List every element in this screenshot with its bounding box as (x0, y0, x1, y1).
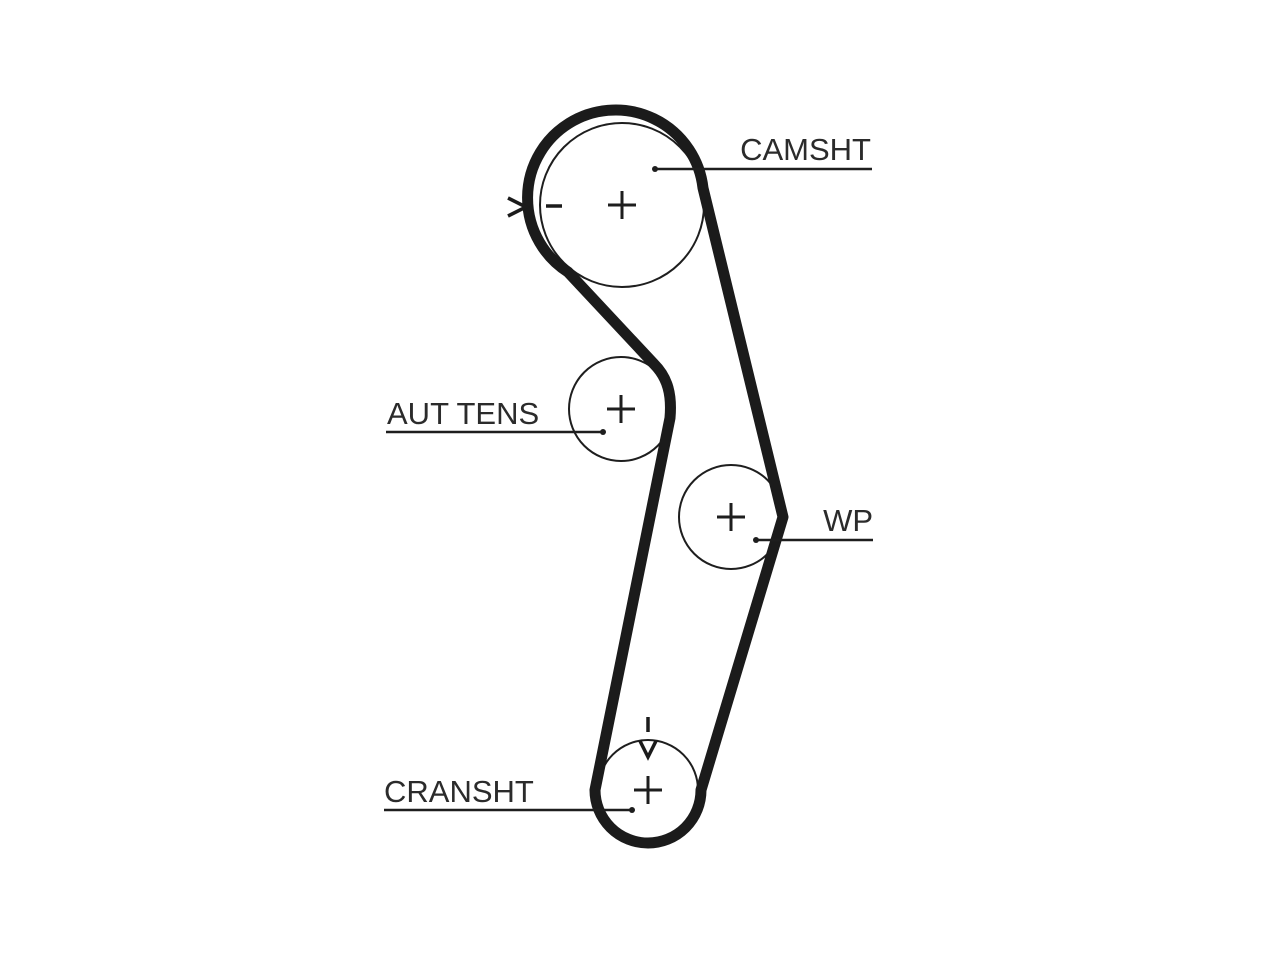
crankshaft-label: CRANSHT (384, 774, 534, 809)
leader-crankshaft (384, 807, 635, 813)
leader-dot-crankshaft (629, 807, 635, 813)
camshaft-timing-mark (507, 196, 562, 218)
leader-tensioner (386, 429, 606, 435)
leader-dot-camshaft (652, 166, 658, 172)
timing-mark-arrow-right-icon (507, 196, 530, 218)
leader-dot-tensioner (600, 429, 606, 435)
timing-belt (522, 104, 789, 849)
water-pump-label: WP (823, 503, 873, 538)
crankshaft-timing-mark (638, 717, 658, 761)
timing-mark-arrow-down-icon (638, 740, 658, 761)
leader-dot-water-pump (753, 537, 759, 543)
camshaft-pulley (539, 122, 705, 288)
leader-camshaft (652, 166, 872, 172)
tensioner-label: AUT TENS (387, 396, 539, 431)
leader-water-pump (753, 537, 873, 543)
camshaft-label: CAMSHT (740, 132, 871, 167)
